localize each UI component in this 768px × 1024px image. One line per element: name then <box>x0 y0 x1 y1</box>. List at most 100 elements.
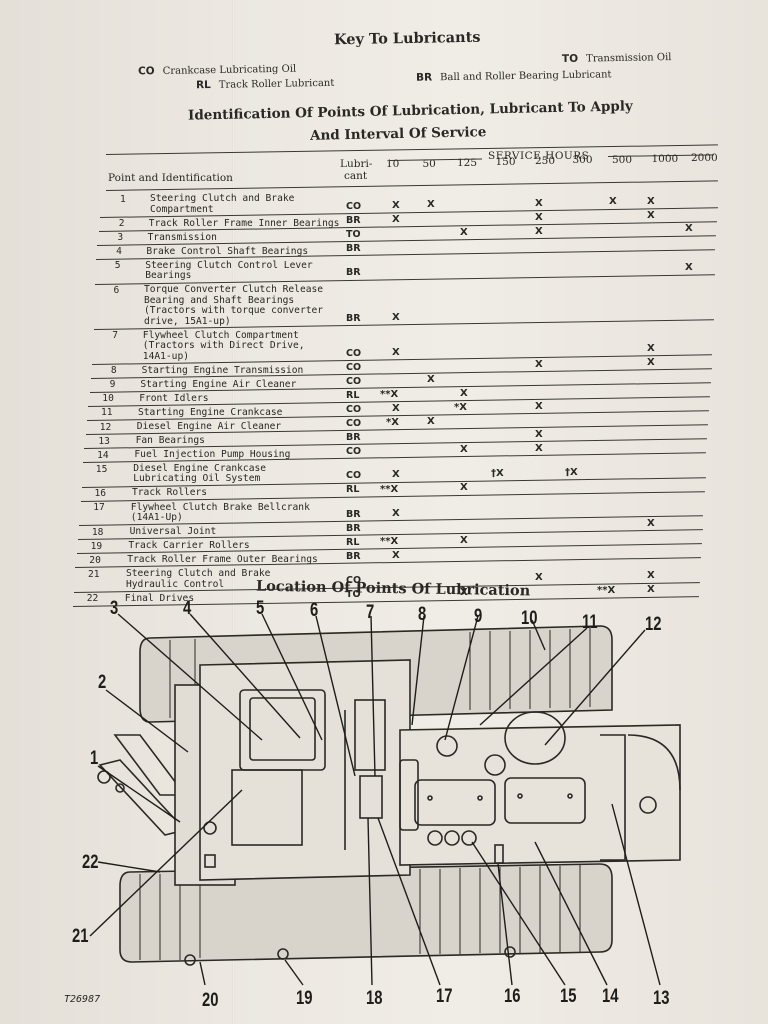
row-label: Fuel Injection Pump Housing <box>134 448 291 460</box>
callout-18: 18 <box>366 988 383 1009</box>
service-mark: **X <box>380 389 399 401</box>
row-number: 9 <box>109 379 116 391</box>
service-mark: X <box>392 346 400 358</box>
service-mark: X <box>647 342 655 354</box>
row-label: Final Drives <box>124 592 195 604</box>
service-mark: X <box>535 428 543 440</box>
header-hours-50: 50 <box>422 157 436 170</box>
row-lubricant: BR <box>346 522 361 534</box>
row-lubricant: BR <box>346 242 361 254</box>
service-mark: X <box>427 374 435 386</box>
service-mark: X <box>647 195 655 207</box>
row-number: 7 <box>112 330 118 342</box>
row-label: Front Idlers <box>139 392 209 404</box>
row-label: Flywheel Clutch Brake Bellcrank <box>130 501 310 513</box>
service-mark: X <box>647 209 655 221</box>
row-number: 12 <box>99 421 112 433</box>
row-label: Diesel Engine Crankcase <box>133 462 267 474</box>
service-mark: X <box>535 225 543 237</box>
callout-2: 2 <box>98 672 107 693</box>
callout-3: 3 <box>110 598 119 619</box>
service-mark: X <box>460 226 468 238</box>
row-label: Lubricating Oil System <box>133 473 261 485</box>
row-label: Compartment <box>150 203 214 215</box>
track-rollers <box>184 946 516 966</box>
row-lubricant: BR <box>346 431 361 443</box>
row-lubricant: RL <box>346 536 360 548</box>
row-lubricant: CO <box>346 445 362 457</box>
row-label: drive, 15A1-up) <box>144 315 231 327</box>
row-label: Bearing and Shaft Bearings <box>144 294 295 306</box>
row-label: Steering Clutch and Brake <box>126 568 271 580</box>
callout-14: 14 <box>602 986 619 1007</box>
service-mark: X <box>460 534 468 546</box>
row-lubricant: RL <box>346 389 360 401</box>
row-number: 2 <box>118 218 125 230</box>
row-number: 14 <box>97 449 109 461</box>
service-mark: X <box>647 570 655 582</box>
row-lubricant: TO <box>346 228 361 240</box>
row-number: 17 <box>93 502 105 514</box>
callout-17: 17 <box>436 986 453 1007</box>
callout-1: 1 <box>90 748 99 769</box>
callout-9: 9 <box>474 606 483 627</box>
callout-15: 15 <box>560 986 577 1007</box>
row-label: Fan Bearings <box>135 434 205 446</box>
service-mark: X <box>535 197 543 209</box>
service-mark: X <box>535 442 543 454</box>
row-number: 15 <box>95 463 108 475</box>
service-mark: X <box>609 196 617 208</box>
callout-13: 13 <box>653 988 670 1009</box>
row-lubricant: CO <box>346 361 362 373</box>
row-number: 19 <box>90 540 103 552</box>
header-hours-1000: 1000 <box>651 152 679 165</box>
service-mark: †X <box>491 467 504 479</box>
row-number: 3 <box>117 232 124 244</box>
row-lubricant: RL <box>346 484 360 496</box>
row-number: 6 <box>113 284 120 296</box>
service-mark: †X <box>565 466 578 478</box>
header-hours-500: 500 <box>612 153 633 166</box>
service-mark: X <box>392 311 400 323</box>
service-mark: X <box>392 402 400 414</box>
row-number: 16 <box>94 488 107 500</box>
row-label: Track Rollers <box>132 487 208 499</box>
row-label: Track Carrier Rollers <box>128 540 250 552</box>
service-mark: X <box>392 469 400 481</box>
row-label: Flywheel Clutch Compartment <box>142 329 299 341</box>
row-lubricant: CO <box>346 347 362 359</box>
row-label: Bearings <box>145 270 192 282</box>
header-hours-10: 10 <box>386 158 400 171</box>
callout-19: 19 <box>296 988 313 1009</box>
service-mark: X <box>427 416 435 428</box>
service-mark: X <box>392 213 400 225</box>
service-mark: X <box>392 507 400 519</box>
front-frame-arms <box>97 734 187 836</box>
row-lubricant: CO <box>346 375 362 387</box>
row-number: 10 <box>102 393 114 405</box>
callout-8: 8 <box>418 604 427 625</box>
callout-22: 22 <box>82 852 99 873</box>
row-label: Starting Engine Air Cleaner <box>140 378 297 390</box>
service-mark: X <box>647 517 655 529</box>
service-mark: X <box>535 358 543 370</box>
row-label: Diesel Engine Air Cleaner <box>136 420 282 432</box>
row-lubricant: CO <box>346 200 362 212</box>
service-mark: X <box>647 584 655 596</box>
callout-16: 16 <box>504 986 521 1007</box>
row-label: Brake Control Shaft Bearings <box>146 245 309 257</box>
service-mark: X <box>535 400 543 412</box>
row-number: 20 <box>89 554 101 566</box>
service-mark: X <box>460 443 468 455</box>
service-mark: **X <box>380 536 399 548</box>
row-label: Steering Clutch and Brake <box>150 193 295 205</box>
callout-5: 5 <box>256 598 265 619</box>
row-number: 1 <box>120 193 126 205</box>
service-mark: X <box>460 587 468 599</box>
row-label: (Tractors with Direct Drive, <box>142 340 305 352</box>
header-lubricant-2: cant <box>344 170 368 182</box>
row-lubricant: BR <box>346 508 361 520</box>
row-label: Universal Joint <box>129 526 217 538</box>
header-lubricant-1: Lubri- <box>340 158 373 170</box>
row-label: Steering Clutch Control Lever <box>145 259 313 271</box>
